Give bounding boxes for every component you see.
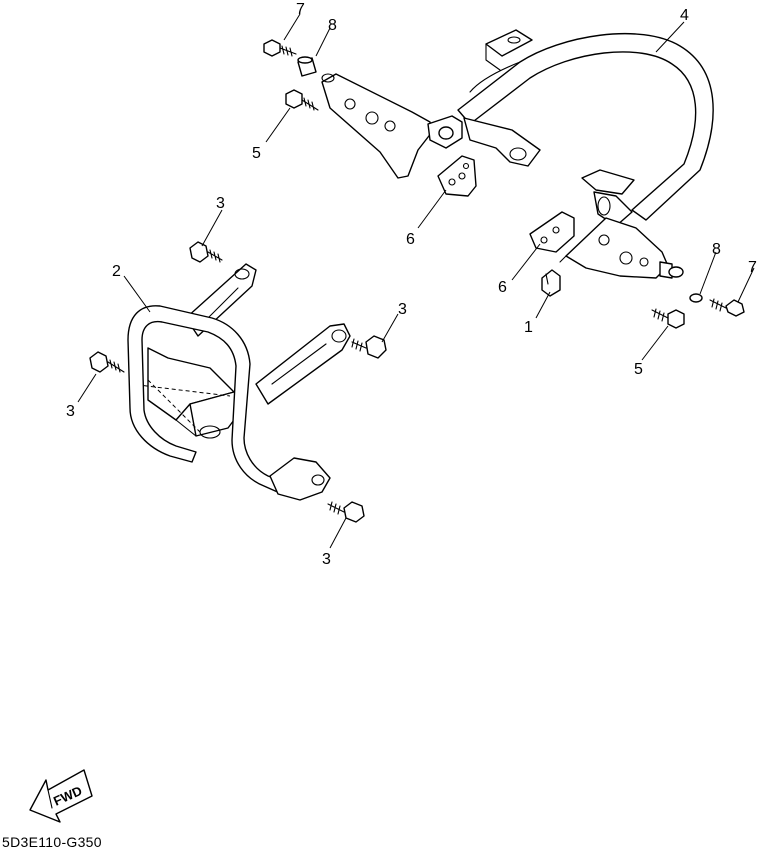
collar-8-right <box>659 261 684 279</box>
plate-6-upper <box>437 155 477 197</box>
bolt-5-right <box>651 308 685 329</box>
bolt-7-upper <box>263 39 297 57</box>
callout-7-upper: 7 <box>296 1 305 18</box>
collar-8-upper <box>297 56 317 77</box>
bolt-3-left <box>89 351 125 373</box>
washer-8-right <box>689 293 703 303</box>
clamp-part-1 <box>541 269 561 297</box>
callout-3-bottom: 3 <box>322 551 331 568</box>
front-guard-part-2 <box>127 263 351 501</box>
bolt-7-right <box>709 298 745 317</box>
callout-3-top: 3 <box>216 195 225 212</box>
bolt-5-upper <box>285 89 319 111</box>
leader-lines <box>77 13 755 549</box>
callout-6-upper: 6 <box>406 231 415 248</box>
bolt-3-right <box>351 335 387 359</box>
callout-5-right: 5 <box>634 361 643 378</box>
callout-2: 2 <box>112 263 121 280</box>
grab-bar-part-4 <box>457 29 714 227</box>
bolt-3-top <box>189 241 223 263</box>
callout-3-left: 3 <box>66 403 75 420</box>
right-mount-bracket <box>559 217 669 279</box>
callout-1: 1 <box>524 319 533 336</box>
callout-3-right: 3 <box>398 301 407 318</box>
callout-8-upper: 8 <box>328 17 337 34</box>
callout-5-upper: 5 <box>252 145 261 162</box>
plate-6-right <box>529 211 575 253</box>
callout-labels: 7 8 5 4 6 6 1 5 8 7 3 2 3 3 3 <box>66 1 757 568</box>
callout-7-right: 7 <box>748 259 757 276</box>
diagram-code: 5D3E110-G350 <box>2 834 102 850</box>
callout-4: 4 <box>680 7 689 24</box>
callout-6-right: 6 <box>498 279 507 296</box>
callout-8-right: 8 <box>712 241 721 258</box>
fwd-arrow-icon: FWD <box>29 769 93 823</box>
upper-left-mount-bracket <box>321 73 463 179</box>
